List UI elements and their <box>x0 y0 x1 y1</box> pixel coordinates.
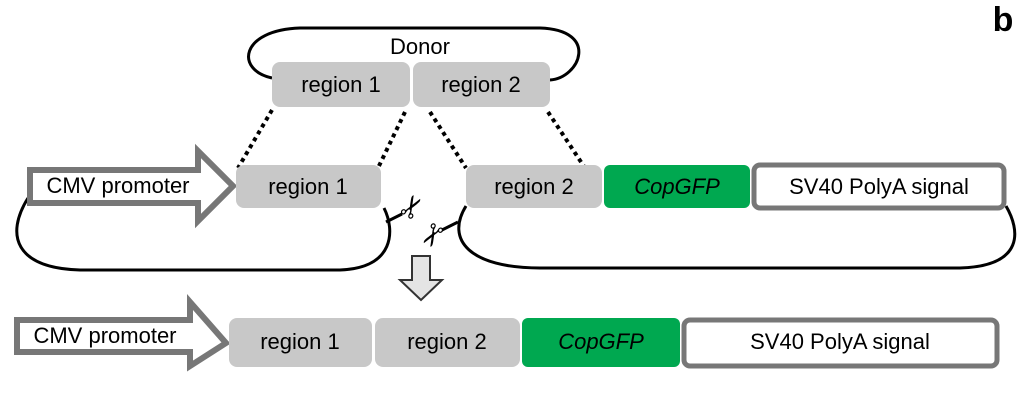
result-region-2-label: region 2 <box>407 329 487 354</box>
result-sv40 <box>681 317 1000 369</box>
vector-loop-left <box>15 197 392 272</box>
result-sv40-label: SV40 PolyA signal <box>750 329 930 354</box>
result-cmv-promoter-label: CMV promoter <box>33 323 176 348</box>
donor-label: Donor <box>390 34 450 59</box>
cmv-promoter-arrow <box>27 143 238 229</box>
vector-region-2-label: region 2 <box>494 174 574 199</box>
result-copgfp-label: CopGFP <box>558 329 644 354</box>
vector-region-2 <box>466 165 602 208</box>
donor-region-1-label: region 1 <box>301 72 381 97</box>
down-arrow-icon <box>397 255 445 302</box>
vector-copgfp <box>604 165 750 208</box>
vector-copgfp-label: CopGFP <box>634 174 720 199</box>
vector-loop-right <box>457 205 1017 270</box>
result-copgfp <box>522 318 680 367</box>
donor-region-1 <box>272 62 410 107</box>
panel-label: b <box>993 1 1014 39</box>
cmv-promoter-label: CMV promoter <box>46 173 189 198</box>
vector-region-1-label: region 1 <box>268 174 348 199</box>
donor-loop <box>247 26 581 82</box>
vector-region-1 <box>236 165 381 208</box>
homology-lines <box>236 108 587 170</box>
vector-sv40 <box>751 162 1007 211</box>
result-region-2 <box>375 318 520 367</box>
donor-region-2 <box>413 62 550 107</box>
vector-sv40-label: SV40 PolyA signal <box>789 174 969 199</box>
result-region-1-label: region 1 <box>260 329 340 354</box>
donor-region-2-label: region 2 <box>441 72 521 97</box>
result-cmv-promoter-arrow <box>14 294 231 372</box>
result-region-1 <box>229 318 372 367</box>
